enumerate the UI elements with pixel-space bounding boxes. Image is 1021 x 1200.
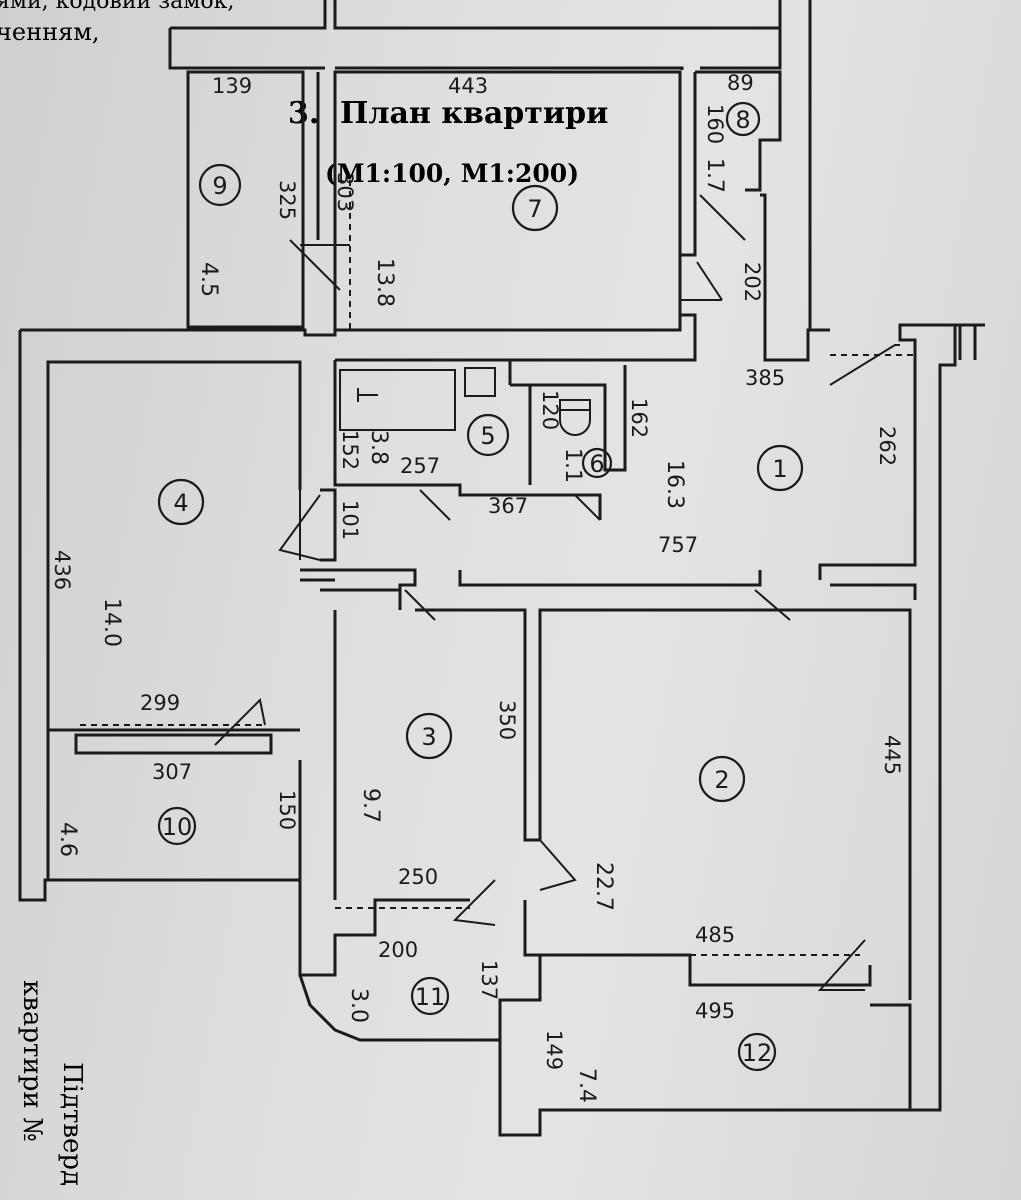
dim-299: 299 bbox=[140, 691, 180, 715]
room-7-area: 13.8 bbox=[372, 258, 397, 307]
top-walls bbox=[168, 0, 812, 330]
room-2-number: 2 bbox=[714, 766, 729, 794]
dim-307: 307 bbox=[152, 760, 192, 784]
dim-202: 202 bbox=[740, 262, 764, 302]
header-line-2: ченням, bbox=[0, 18, 100, 46]
dim-436: 436 bbox=[50, 550, 74, 590]
bath-walls bbox=[278, 358, 627, 562]
room-7-number: 7 bbox=[527, 195, 542, 223]
room-4-number: 4 bbox=[173, 489, 188, 517]
dim-137: 137 bbox=[477, 960, 501, 1000]
dim-139: 139 bbox=[212, 74, 252, 98]
room-9-number: 9 bbox=[212, 172, 227, 200]
footer-line-2: квартири № bbox=[17, 980, 47, 1142]
dim-443: 443 bbox=[448, 74, 488, 98]
room-11-number: 11 bbox=[415, 983, 446, 1011]
room-8-number: 8 bbox=[735, 106, 750, 134]
room-6-area: 1.1 bbox=[560, 448, 585, 483]
dim-495: 495 bbox=[695, 999, 735, 1023]
room-3-area: 9.7 bbox=[358, 788, 383, 823]
dim-325: 325 bbox=[275, 180, 299, 220]
dim-149: 149 bbox=[542, 1030, 566, 1070]
dim-262: 262 bbox=[875, 426, 899, 466]
room-1-area: 16.3 bbox=[662, 460, 687, 509]
room-10-number: 10 bbox=[162, 813, 193, 841]
room-9-area: 4.5 bbox=[196, 262, 221, 297]
room-1-number: 1 bbox=[772, 455, 787, 483]
main-walls bbox=[18, 313, 985, 1137]
room-4-area: 14.0 bbox=[99, 598, 124, 647]
room-5-area: 3.8 bbox=[366, 430, 391, 465]
room-11-area: 3.0 bbox=[346, 988, 371, 1023]
dim-257: 257 bbox=[400, 454, 440, 478]
dim-303: 303 bbox=[333, 172, 357, 212]
dim-757: 757 bbox=[658, 533, 698, 557]
room-12-area: 7.4 bbox=[574, 1068, 599, 1103]
dim-120: 120 bbox=[538, 390, 562, 430]
room-8-area: 1.7 bbox=[702, 158, 727, 193]
room-areas: 4.5 13.8 1.7 3.8 1.1 16.3 14.0 9.7 22.7 … bbox=[55, 158, 727, 1103]
dim-162: 162 bbox=[627, 398, 651, 438]
plan-scale: (М1:100, М1:200) bbox=[325, 159, 579, 188]
dim-150: 150 bbox=[275, 790, 299, 830]
room-6-number: 6 bbox=[589, 450, 604, 478]
room-2-area: 22.7 bbox=[591, 862, 616, 911]
middle-walls bbox=[80, 344, 917, 1040]
dim-160: 160 bbox=[703, 104, 727, 144]
dim-485: 485 bbox=[695, 923, 735, 947]
dimension-labels: 139 443 89 160 325 303 202 385 262 162 1… bbox=[50, 71, 904, 1070]
dim-350: 350 bbox=[495, 700, 519, 740]
room-3-number: 3 bbox=[421, 723, 436, 751]
header-line-1: ями, кодовий замок, bbox=[0, 0, 234, 14]
room-5-number: 5 bbox=[480, 422, 495, 450]
dim-250: 250 bbox=[398, 865, 438, 889]
dim-200: 200 bbox=[378, 938, 418, 962]
dim-445: 445 bbox=[880, 735, 904, 775]
footer-line-1: Підтверд bbox=[57, 1062, 87, 1186]
room-12-number: 12 bbox=[742, 1039, 773, 1067]
dim-101: 101 bbox=[338, 500, 362, 540]
plan-title: План квартири bbox=[340, 96, 608, 131]
dim-152: 152 bbox=[338, 430, 362, 470]
room-labels: 9 7 8 5 6 1 4 3 2 10 11 12 bbox=[157, 101, 804, 1072]
dim-385: 385 bbox=[745, 366, 785, 390]
dim-89: 89 bbox=[727, 71, 754, 95]
dim-367: 367 bbox=[488, 494, 528, 518]
room-10-area: 4.6 bbox=[55, 822, 80, 857]
